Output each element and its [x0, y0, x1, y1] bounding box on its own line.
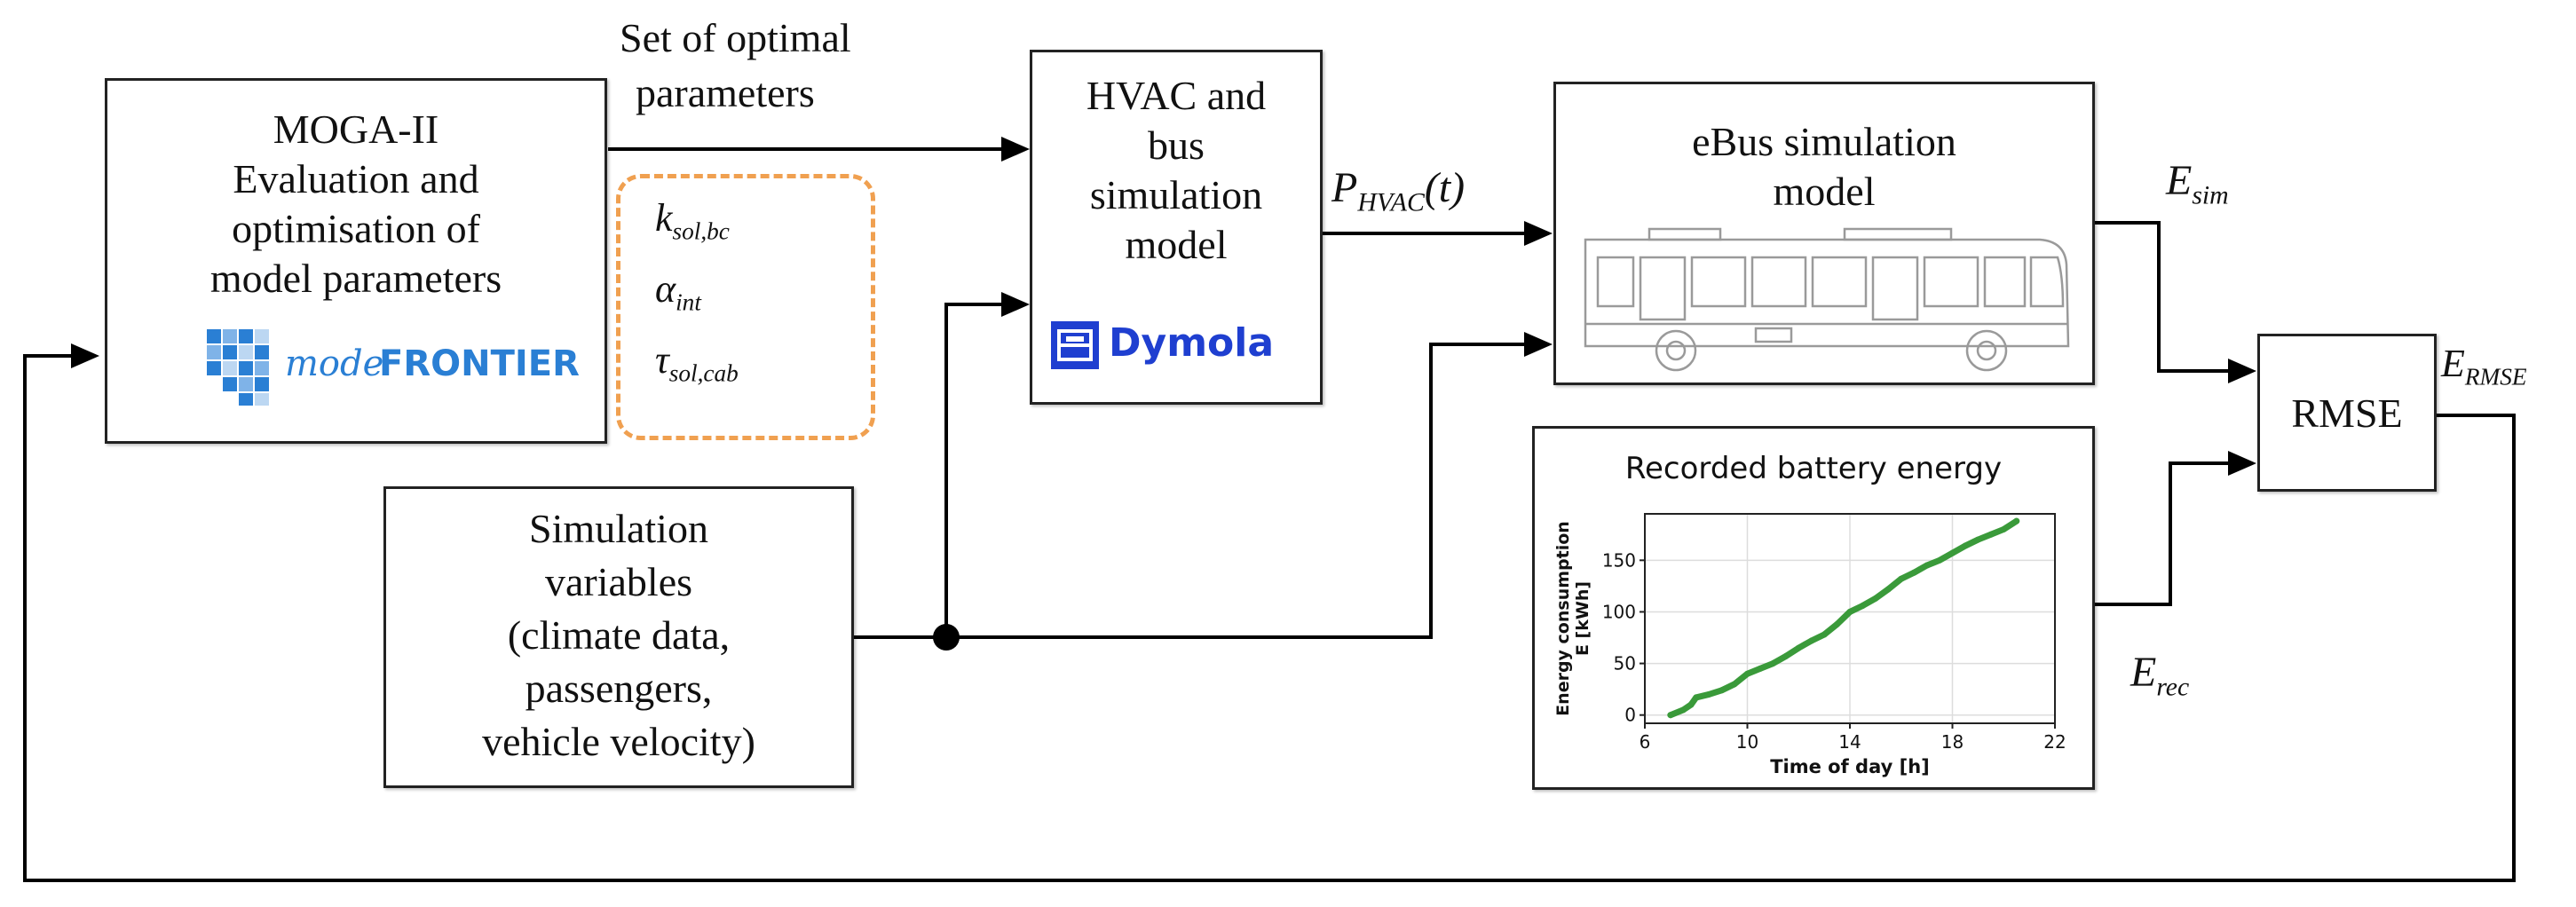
ermse-label: ERMSE [2441, 342, 2527, 390]
chart-data-point [1731, 681, 1738, 688]
chart-data-point [1693, 694, 1700, 701]
recorded-energy-box: Recorded battery energy 6 10 14 18 22 0 50 100 15… [1532, 426, 2095, 790]
ebus-box: eBus simulation model [1553, 82, 2095, 385]
simvars-line-3: (climate data, [507, 612, 731, 658]
chart-data-point [2000, 525, 2007, 532]
chart-data-point [1924, 562, 1931, 569]
chart-data-point [1885, 586, 1892, 593]
param-alpha-int: αint [655, 267, 701, 316]
chart-data-point [1821, 631, 1828, 638]
simvars-box: Simulation variables (climate data, pass… [383, 486, 854, 788]
ebus-line-1: eBus simulation [1692, 119, 1956, 164]
chart-data-point [1687, 701, 1695, 708]
hvac-line-4: model [1125, 222, 1228, 267]
params-caption-line-2: parameters [636, 70, 815, 115]
chart-data-point [1782, 652, 1790, 659]
chart-data-point [1834, 620, 1841, 627]
chart-data-point [1872, 595, 1879, 602]
chart-data-point [1769, 660, 1776, 667]
chart-x-axis-label: Time of day [h] [1770, 756, 1930, 777]
hvac-line-3: simulation [1089, 172, 1263, 217]
chart-title: Recorded battery energy [1625, 451, 2002, 486]
chart-data-point [1936, 556, 1943, 564]
chart-data-point [1949, 549, 1956, 556]
erec-label: Erec [2130, 649, 2190, 702]
simvars-line-1: Simulation [529, 506, 708, 551]
chart-data-point [1974, 536, 1981, 543]
chart-data-point [2013, 517, 2020, 524]
simvars-line-4: passengers, [525, 666, 713, 711]
arrow-ebus-to-rmse [2095, 221, 2228, 373]
chart-y-tick-label: 100 [1602, 601, 1636, 622]
chart-data-point [1962, 542, 1969, 549]
hvac-line-2: bus [1148, 122, 1205, 168]
params-caption-line-1: Set of optimal [620, 15, 851, 60]
chart-data-point [1859, 602, 1866, 609]
chart-y-axis-label-line-1: Energy consumption [1553, 521, 1573, 716]
chart-x-tick-label: 10 [1736, 731, 1758, 753]
moga-box: MOGA-II Evaluation and optimisation of m… [105, 78, 607, 444]
chart-data-point [1744, 670, 1750, 677]
chart-x-tick-label: 6 [1640, 731, 1651, 753]
recorded-energy-chart: Recorded battery energy 6 10 14 18 22 0 50 100 15… [1553, 451, 2066, 777]
chart-y-tick-label: 50 [1614, 653, 1636, 674]
simvars-line-2: variables [544, 559, 693, 604]
chart-y-tick-label: 150 [1602, 549, 1636, 571]
param-tau-sol-cab: τsol,cab [655, 338, 739, 387]
modefrontier-logo-frontier: FRONTIER [379, 343, 580, 384]
chart-y-tick-label: 0 [1624, 705, 1636, 726]
chart-data-point [1910, 569, 1917, 576]
rmse-label: RMSE [2291, 390, 2403, 436]
chart-data-point [1705, 690, 1712, 698]
chart-data-point [1719, 687, 1726, 694]
arrow-junction-to-hvac [944, 303, 1001, 637]
esim-label: Esim [2166, 157, 2229, 210]
simvars-line-5: vehicle velocity) [482, 719, 755, 764]
dymola-logo-text: Dymola [1109, 320, 1275, 366]
param-k-sol-bc: ksol,bc [655, 196, 730, 245]
arrow-junction-to-ebus [946, 343, 1524, 639]
chart-y-axis-label-line-2: E [kWh] [1573, 581, 1592, 656]
chart-data-point [1987, 531, 1995, 538]
modefrontier-cube-icon [207, 329, 269, 406]
phvac-label: PHVAC(t) [1331, 164, 1466, 217]
chart-data-point [1667, 712, 1674, 719]
chart-x-tick-label: 14 [1838, 731, 1861, 753]
chart-data-point [1795, 644, 1802, 651]
chart-data-point [1757, 665, 1764, 672]
modefrontier-logo-mode: mode [285, 343, 384, 384]
chart-series-line-0 [1667, 517, 2020, 719]
ebus-line-2: model [1773, 169, 1876, 214]
chart-x-tick-label: 22 [2043, 731, 2066, 753]
moga-line-3: optimisation of [232, 206, 480, 251]
modefrontier-logo: mode FRONTIER [205, 327, 580, 407]
chart-data-point [1898, 575, 1905, 582]
dymola-icon [1051, 321, 1099, 369]
arrow-feedback-loop [23, 354, 2516, 882]
moga-line-4: model parameters [209, 256, 502, 301]
bus-drawing-icon [1584, 227, 2070, 372]
chart-x-tick-label: 18 [1941, 731, 1964, 753]
dymola-logo: Dymola [1050, 319, 1308, 372]
junction-dot [933, 624, 960, 651]
chart-data-point [1808, 637, 1815, 644]
chart-data-point [1846, 608, 1853, 615]
params-dashed-box [616, 174, 875, 440]
chart-data-point [1679, 706, 1687, 714]
moga-line-1: MOGA-II [273, 106, 439, 152]
arrow-recorded-to-rmse [2095, 461, 2228, 606]
hvac-box: HVAC and bus simulation model Dymola [1030, 50, 1323, 405]
hvac-line-1: HVAC and [1086, 73, 1267, 118]
rmse-box: RMSE [2257, 334, 2437, 492]
moga-line-2: Evaluation and [233, 156, 479, 201]
